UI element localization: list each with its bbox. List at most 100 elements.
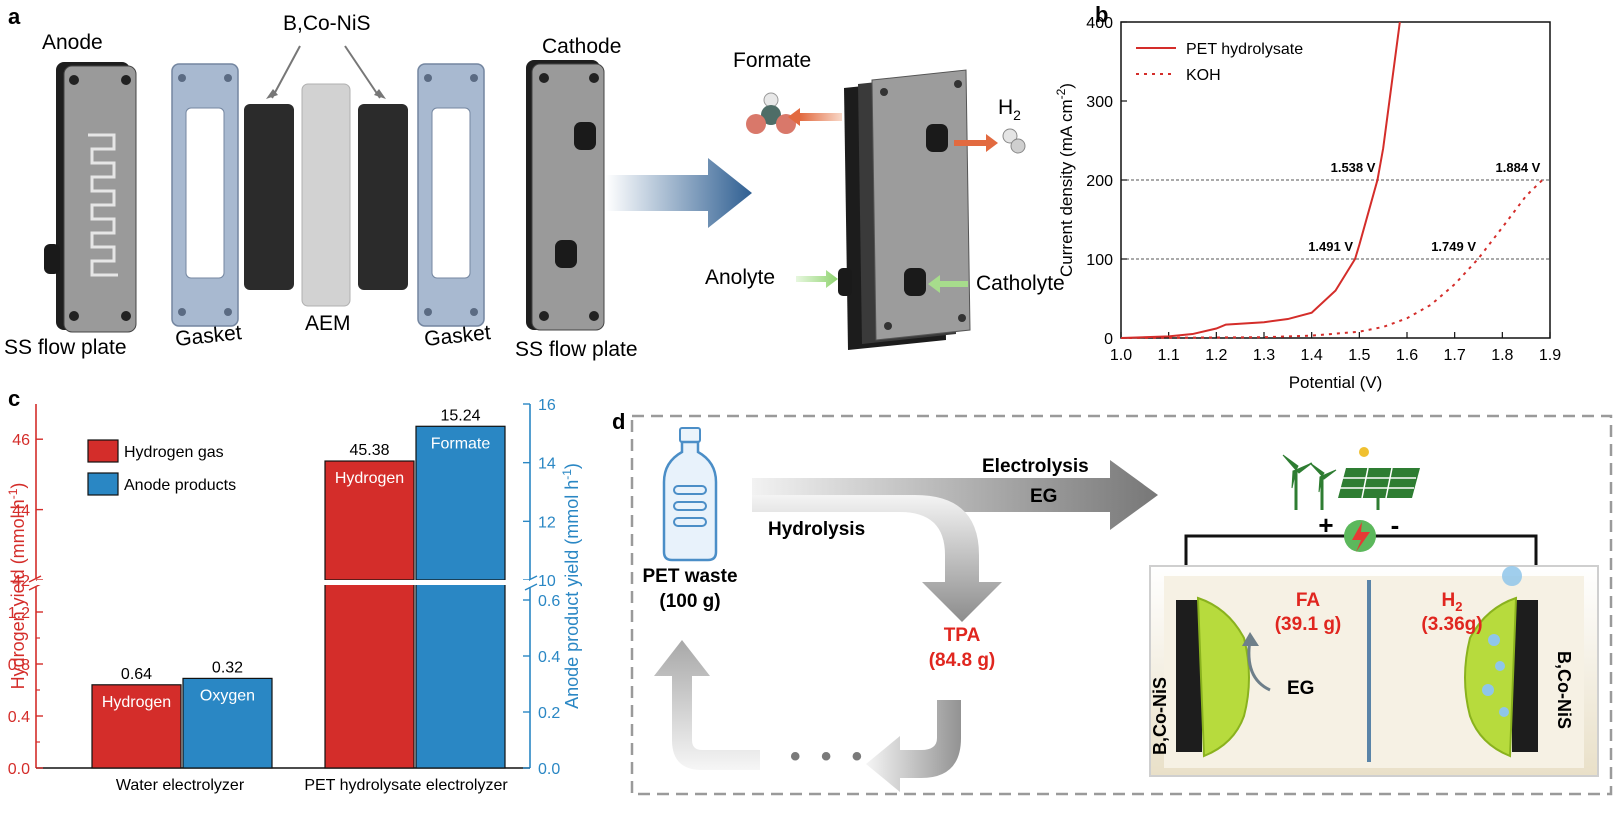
bar-value-label: 15.24 xyxy=(440,407,480,424)
plus-terminal: + xyxy=(1318,510,1333,540)
cathode-ss-plate xyxy=(526,60,605,331)
right-tick-label: 0.2 xyxy=(538,705,560,722)
minus-terminal: - xyxy=(1391,510,1400,540)
right-axis-title: Anode product yield (mmol h-1) xyxy=(560,463,582,709)
b-co-nis-cathode-label: B,Co-NiS xyxy=(1554,651,1574,729)
right-axis-break xyxy=(522,579,538,587)
y-tick-label: 0 xyxy=(1104,331,1113,348)
x-tick-label: 1.0 xyxy=(1110,347,1132,364)
cathode-electrode xyxy=(1464,566,1538,758)
assembled-cell xyxy=(838,69,971,350)
yield-bar-chart: 0.00.40.81.24244460.00.20.40.610121416Hy… xyxy=(6,397,582,794)
return-arrow-right xyxy=(866,700,961,792)
eg-arrow-label: EG xyxy=(1030,486,1057,507)
category-label: PET hydrolysate electrolyzer xyxy=(304,777,508,794)
eg-cell-label: EG xyxy=(1287,678,1314,699)
x-tick-label: 1.9 xyxy=(1539,347,1561,364)
b-co-nis-electrode-left xyxy=(244,104,294,290)
potential-annotation: 1.749 V xyxy=(1431,239,1476,254)
bar-hydrogen xyxy=(91,684,182,769)
bar-inner-label: Formate xyxy=(431,435,491,452)
b-co-nis-label: B,Co-NiS xyxy=(283,12,371,35)
pet-waste-label: PET waste xyxy=(642,566,737,587)
anode-ss-plate xyxy=(44,62,137,333)
x-tick-label: 1.5 xyxy=(1348,347,1370,364)
bar-anode-product-lower xyxy=(415,581,506,769)
tpa-amount: (84.8 g) xyxy=(929,650,996,671)
legend-swatch xyxy=(87,439,119,463)
gasket-left xyxy=(171,63,239,327)
y-tick-label: 400 xyxy=(1086,15,1113,32)
hydrolysis-label: Hydrolysis xyxy=(768,519,865,540)
anolyte-label: Anolyte xyxy=(705,266,775,289)
legend-label: KOH xyxy=(1186,67,1221,84)
left-tick-label: 0.4 xyxy=(8,709,30,726)
x-axis-title: Potential (V) xyxy=(1289,373,1383,392)
right-tick-label: 16 xyxy=(538,397,556,414)
series-line-pet-hydrolysate xyxy=(1120,21,1401,339)
legend-label: Anode products xyxy=(124,477,236,494)
y-tick-label: 200 xyxy=(1086,173,1113,190)
fa-amount: (39.1 g) xyxy=(1275,614,1342,635)
aem-membrane xyxy=(301,83,351,307)
y-tick-label: 100 xyxy=(1086,252,1113,269)
right-tick-label: 0.4 xyxy=(538,649,560,666)
pet-waste-amount: (100 g) xyxy=(659,591,720,612)
x-tick-label: 1.7 xyxy=(1444,347,1466,364)
panel-a: a Anode SS flow plate Gasket B,Co-NiS xyxy=(4,4,1065,361)
electrolysis-arrow xyxy=(752,460,1158,530)
y-tick-label: 300 xyxy=(1086,94,1113,111)
formate-molecule-icon xyxy=(746,92,796,134)
potential-annotation: 1.884 V xyxy=(1496,160,1541,175)
panel-label-d: d xyxy=(612,409,625,434)
formate-label: Formate xyxy=(733,49,811,72)
potential-annotation: 1.491 V xyxy=(1308,239,1353,254)
potential-annotation: 1.538 V xyxy=(1331,160,1376,175)
right-tick-label: 0.6 xyxy=(538,593,560,610)
catholyte-arrow xyxy=(928,275,968,293)
right-tick-label: 10 xyxy=(538,573,556,590)
right-axis-break-mark xyxy=(524,583,538,591)
right-tick-label: 12 xyxy=(538,514,556,531)
panel-label-c: c xyxy=(8,386,20,411)
bar-anode-product-upper xyxy=(415,425,506,581)
bar-value-label: 45.38 xyxy=(349,442,389,459)
h2-product-label: H2 xyxy=(1442,590,1463,614)
left-tick-label: 0.0 xyxy=(8,761,30,778)
left-axis-break-mark xyxy=(28,575,42,583)
legend-label: Hydrogen gas xyxy=(124,444,224,461)
category-label: Water electrolyzer xyxy=(116,777,245,794)
bar-hydrogen-lower xyxy=(324,581,415,769)
assembly-arrow xyxy=(606,158,752,228)
h2-molecule-icon xyxy=(1002,128,1026,154)
y-axis-title: Current density (mA cm-2) xyxy=(1054,83,1076,277)
pointer-arrow-left xyxy=(271,45,301,99)
panel-label-b: b xyxy=(1095,2,1108,27)
bar-inner-label: Hydrogen xyxy=(335,470,404,487)
tpa-label: TPA xyxy=(944,625,981,646)
h2-arrow xyxy=(954,134,998,152)
bar-value-label: 0.32 xyxy=(212,659,243,676)
bar-value-label: 0.64 xyxy=(121,666,152,683)
panel-c: c 0.00.40.81.24244460.00.20.40.610121416… xyxy=(6,386,582,794)
legend-label: PET hydrolysate xyxy=(1186,41,1303,58)
anode-electrode xyxy=(1176,596,1250,758)
left-axis-title: Hydrogen yield (mmol h-1) xyxy=(6,483,28,690)
solar-panel-icon xyxy=(1338,447,1420,510)
catholyte-label: Catholyte xyxy=(976,272,1065,295)
eg-oxidation-arrow xyxy=(1247,639,1271,692)
anolyte-arrow xyxy=(796,270,838,288)
continuation-dots: • • • xyxy=(790,740,868,773)
pet-bottle-icon xyxy=(662,427,718,562)
h2-product-amount: (3.36g) xyxy=(1421,614,1482,635)
anode-label: Anode xyxy=(42,31,103,54)
ss-flow-plate-left-label: SS flow plate xyxy=(4,336,127,359)
ss-flow-plate-right-label: SS flow plate xyxy=(515,338,638,361)
panel-d: d PET waste (100 g) Electrolysis EG Hydr… xyxy=(612,409,1613,796)
left-tick-label: 44 xyxy=(12,503,30,520)
x-tick-label: 1.4 xyxy=(1301,347,1323,364)
formate-arrow xyxy=(800,113,842,121)
legend-swatch xyxy=(87,472,119,496)
pointer-arrow-right xyxy=(344,45,381,99)
